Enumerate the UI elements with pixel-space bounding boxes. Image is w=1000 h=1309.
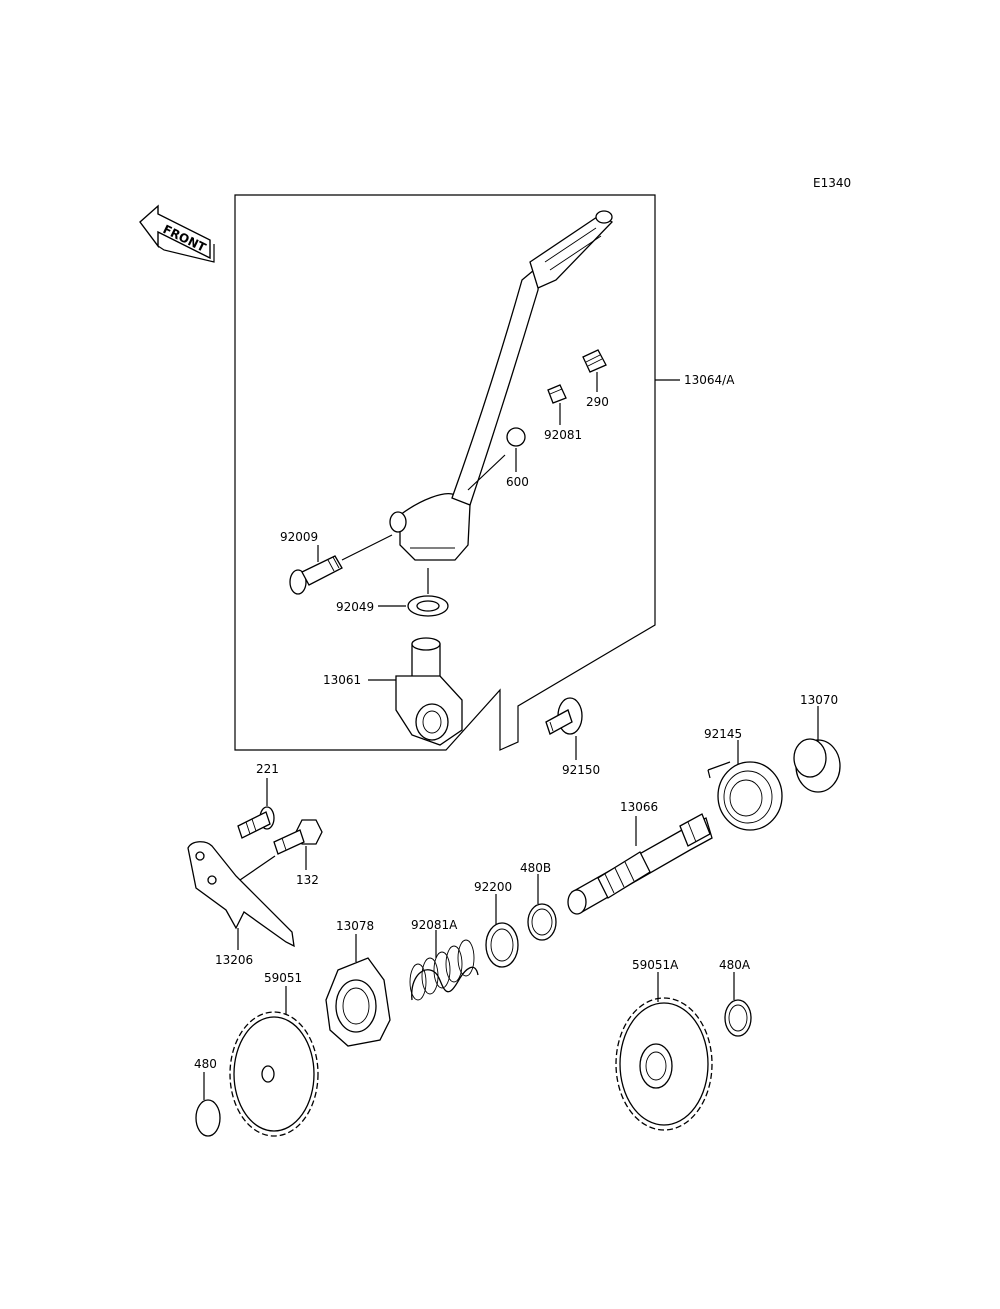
label-p480a: 480A	[719, 958, 751, 972]
label-p92081a: 92081A	[411, 918, 458, 932]
part-92049-washer	[407, 595, 449, 617]
front-arrow-icon: FRONT	[139, 204, 215, 263]
part-13078-ratchet	[325, 957, 391, 1047]
label-p59051a: 59051A	[632, 958, 679, 972]
label-p59051: 59051	[264, 971, 302, 985]
label-p92009: 92009	[280, 530, 318, 544]
label-p13078: 13078	[336, 919, 374, 933]
label-p13061: 13061	[323, 673, 361, 687]
label-p132: 132	[296, 873, 319, 887]
part-480-circlip	[195, 1099, 221, 1137]
part-13206-plate	[187, 841, 295, 948]
label-p600: 600	[506, 475, 529, 489]
part-13066-shaft	[567, 813, 713, 915]
label-p92145: 92145	[704, 727, 742, 741]
part-480b-circlip	[527, 903, 557, 941]
part-92081a-spring	[409, 939, 479, 1001]
part-59051-gear	[229, 1011, 319, 1137]
label-p13064a: 13064/A	[684, 373, 735, 387]
assembly-bracket	[234, 194, 656, 751]
label-p92081: 92081	[544, 428, 582, 442]
part-92145-spring	[707, 761, 783, 831]
diagram-code: E1340	[813, 176, 851, 190]
part-59051a-gear	[615, 997, 713, 1131]
label-p92200: 92200	[474, 880, 512, 894]
part-92150-bolt	[545, 697, 583, 735]
part-92009-bolt	[289, 555, 343, 595]
label-p221: 221	[256, 762, 279, 776]
label-p290: 290	[586, 395, 609, 409]
part-290	[582, 349, 607, 373]
part-221-bolt	[237, 806, 275, 839]
label-p13206: 13206	[215, 953, 253, 967]
part-600-ball	[506, 427, 526, 447]
part-92081	[547, 384, 567, 404]
label-p480b: 480B	[520, 861, 551, 875]
label-p92150: 92150	[562, 763, 600, 777]
label-p13070: 13070	[800, 693, 838, 707]
label-p13066: 13066	[620, 800, 658, 814]
kick-pedal-arm	[389, 210, 614, 561]
part-13070	[793, 738, 841, 793]
part-13061	[395, 637, 463, 746]
label-p480: 480	[194, 1057, 217, 1071]
part-480a-circlip	[724, 999, 752, 1037]
part-132-bolt	[273, 819, 323, 855]
part-92200-washer	[485, 922, 519, 968]
label-p92049: 92049	[336, 600, 374, 614]
